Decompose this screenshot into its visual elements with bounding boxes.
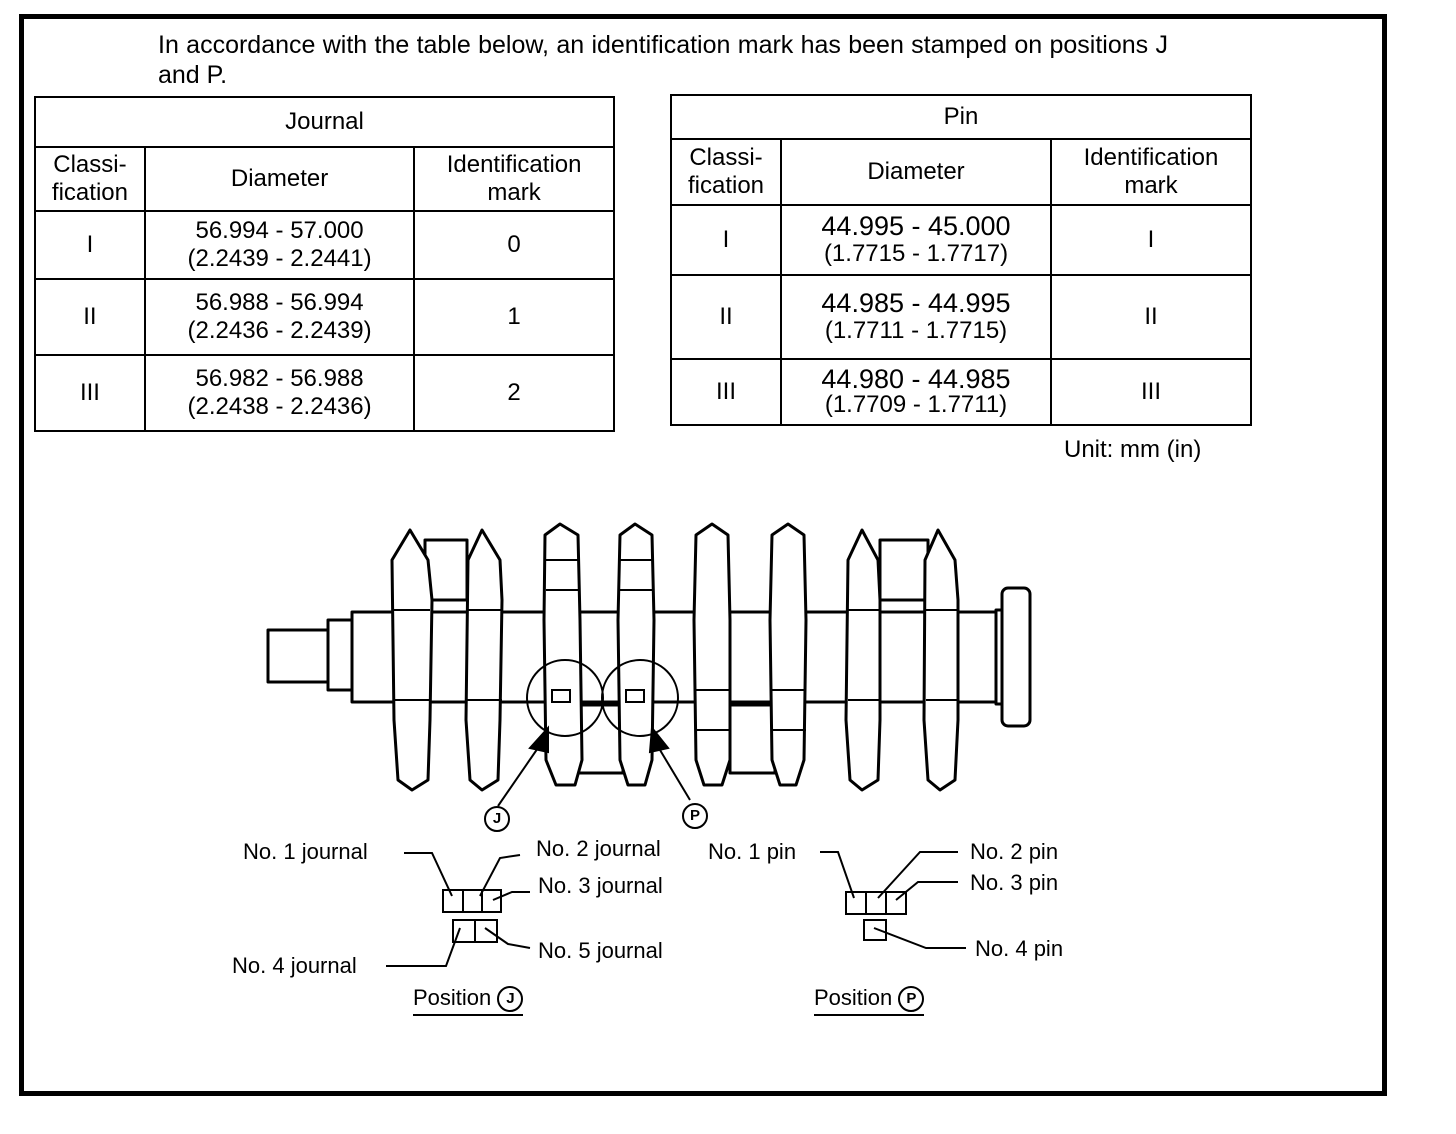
journal-diameter-mm: 56.982 - 56.988	[195, 365, 364, 392]
position-p-highlight	[601, 659, 679, 737]
journal-class: II	[34, 278, 146, 356]
stamp-j	[551, 689, 571, 703]
journal-diameter: 56.994 - 57.000(2.2439 - 2.2441)	[143, 210, 416, 280]
crank-web	[768, 522, 808, 787]
position-j-marker: J	[497, 986, 524, 1013]
pin-diameter-in: (1.7711 - 1.7715)	[824, 317, 1008, 344]
pin-stamp-top	[845, 891, 907, 915]
stamp-p	[625, 689, 645, 703]
journal-diameter: 56.988 - 56.994(2.2436 - 2.2439)	[143, 278, 416, 356]
label-no4-pin: No. 4 pin	[975, 936, 1064, 961]
journal-mark: 2	[413, 354, 615, 432]
crankpin-4	[878, 538, 930, 602]
journal-row: II 56.988 - 56.994(2.2436 - 2.2439) 1	[34, 278, 615, 356]
crank-web	[464, 528, 504, 792]
pin-diameter-in: (1.7709 - 1.7711)	[824, 391, 1008, 418]
crank-web	[844, 528, 882, 792]
crank-web	[542, 522, 584, 787]
journal-mark: 0	[413, 210, 615, 280]
crankpin-3	[728, 703, 777, 775]
journal-class: III	[34, 354, 146, 432]
journal-diameter-mm: 56.994 - 57.000	[195, 217, 364, 244]
label-no1-pin: No. 1 pin	[708, 839, 797, 864]
pin-row: I 44.995 - 45.000(1.7715 - 1.7717) I	[670, 204, 1252, 276]
journal-diameter-mm: 56.988 - 56.994	[195, 289, 364, 316]
journal-diameter-in: (2.2436 - 2.2439)	[187, 317, 372, 344]
pin-class: I	[670, 204, 782, 276]
callout-j: J	[484, 805, 510, 833]
pin-diameter-mm: 44.985 - 44.995	[821, 288, 1011, 318]
arrow-j	[528, 725, 549, 754]
journal-header-classification: Classi- fication	[34, 146, 146, 212]
journal-row: I 56.994 - 57.000(2.2439 - 2.2441) 0	[34, 210, 615, 280]
rear-flange	[1000, 586, 1032, 728]
journal-diameter-in: (2.2438 - 2.2436)	[187, 393, 372, 420]
crank-web	[692, 522, 732, 787]
pin-header-classification: Classi- fication	[670, 138, 782, 206]
callout-p-marker: P	[682, 803, 708, 830]
callout-p: P	[682, 802, 708, 830]
journal-header-mark: Identification mark	[413, 146, 615, 212]
label-no3-journal: No. 3 journal	[538, 873, 663, 898]
pin-row: III 44.980 - 44.985(1.7709 - 1.7711) III	[670, 358, 1252, 426]
arrow-p	[648, 725, 670, 754]
journal-diameter: 56.982 - 56.988(2.2438 - 2.2436)	[143, 354, 416, 432]
journal-diameter-in: (2.2439 - 2.2441)	[187, 245, 372, 272]
journal-stamp-top	[442, 889, 502, 913]
snout-shaft	[266, 628, 332, 684]
journal-row: III 56.982 - 56.988(2.2438 - 2.2436) 2	[34, 354, 615, 432]
pin-diameter-mm: 44.980 - 44.985	[821, 364, 1011, 394]
intro-text: In accordance with the table below, an i…	[158, 31, 1168, 89]
journal-mark: 1	[413, 278, 615, 356]
journal-table: Journal Classi- fication Diameter Identi…	[34, 96, 615, 432]
pin-diameter: 44.985 - 44.995(1.7711 - 1.7715)	[780, 274, 1052, 360]
pin-row: II 44.985 - 44.995(1.7711 - 1.7715) II	[670, 274, 1252, 360]
pin-table: Pin Classi- fication Diameter Identifica…	[670, 94, 1252, 426]
label-no1-journal: No. 1 journal	[243, 839, 368, 864]
journal-table-title: Journal	[34, 96, 615, 148]
pin-diameter-in: (1.7715 - 1.7717)	[823, 240, 1009, 267]
figure-frame	[19, 14, 1387, 1096]
label-no2-pin: No. 2 pin	[970, 839, 1059, 864]
pin-diameter-mm: 44.995 - 45.000	[821, 211, 1011, 241]
pin-diameter: 44.980 - 44.985(1.7709 - 1.7711)	[780, 358, 1052, 426]
journal-class: I	[34, 210, 146, 280]
crank-web	[922, 528, 960, 792]
pin-stamp-bottom	[863, 919, 887, 941]
journal-header-diameter: Diameter	[143, 146, 416, 212]
position-p-caption-text: Position	[814, 985, 893, 1010]
label-no5-journal: No. 5 journal	[538, 938, 663, 963]
pin-mark: I	[1050, 204, 1252, 276]
pin-table-title: Pin	[670, 94, 1252, 140]
callout-j-marker: J	[484, 806, 510, 833]
label-no2-journal: No. 2 journal	[536, 836, 661, 861]
crank-web	[616, 522, 656, 787]
position-j-caption: Position J	[413, 985, 524, 1017]
label-no3-pin: No. 3 pin	[970, 870, 1059, 895]
position-p-marker: P	[898, 986, 925, 1013]
pin-diameter: 44.995 - 45.000(1.7715 - 1.7717)	[780, 204, 1052, 276]
label-no4-journal: No. 4 journal	[232, 953, 357, 978]
pin-class: III	[670, 358, 782, 426]
crank-web	[390, 528, 434, 792]
pin-class: II	[670, 274, 782, 360]
pin-mark: II	[1050, 274, 1252, 360]
unit-note: Unit: mm (in)	[1064, 436, 1202, 463]
position-p-caption: Position P	[814, 985, 925, 1017]
pin-mark: III	[1050, 358, 1252, 426]
pin-header-mark: Identification mark	[1050, 138, 1252, 206]
pin-header-diameter: Diameter	[780, 138, 1052, 206]
position-j-caption-text: Position	[413, 985, 492, 1010]
